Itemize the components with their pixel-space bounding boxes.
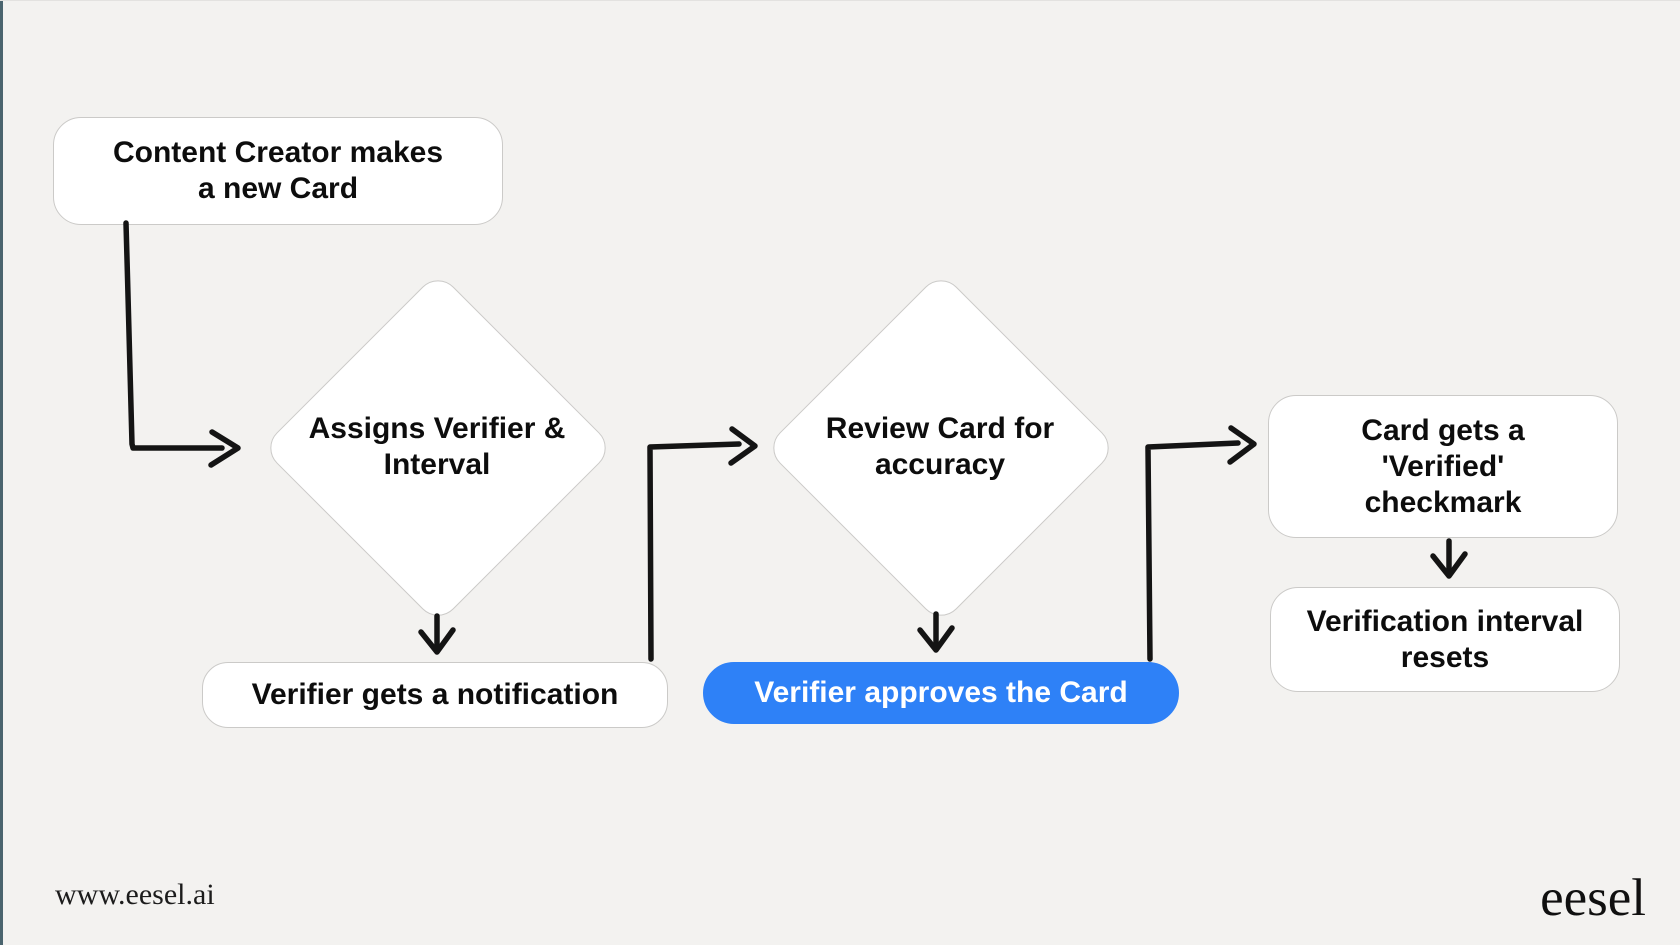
arrow-verified-to-resets (1430, 538, 1468, 579)
node-notification: Verifier gets a notification (202, 662, 668, 728)
window-left-edge (0, 0, 3, 945)
node-resets: Verification interval resets (1270, 587, 1620, 692)
window-top-edge (0, 0, 1680, 1)
node-content-creator: Content Creator makes a new Card (53, 117, 503, 225)
node-verified: Card gets a 'Verified' checkmark (1268, 395, 1618, 538)
arrow-approve-to-verified (1145, 425, 1257, 662)
node-review-label: Review Card for accuracy (825, 412, 1055, 481)
arrow-review-to-approve (917, 611, 955, 653)
arrow-assign-to-notification (418, 613, 456, 655)
arrow-notification-to-review (647, 426, 758, 662)
footer-url: www.eesel.ai (55, 878, 215, 911)
node-approve: Verifier approves the Card (703, 662, 1179, 724)
eesel-logo: eesel (1540, 869, 1646, 927)
arrow-content-creator-to-assign (123, 220, 241, 468)
node-assign-label: Assigns Verifier & Interval (308, 412, 566, 481)
